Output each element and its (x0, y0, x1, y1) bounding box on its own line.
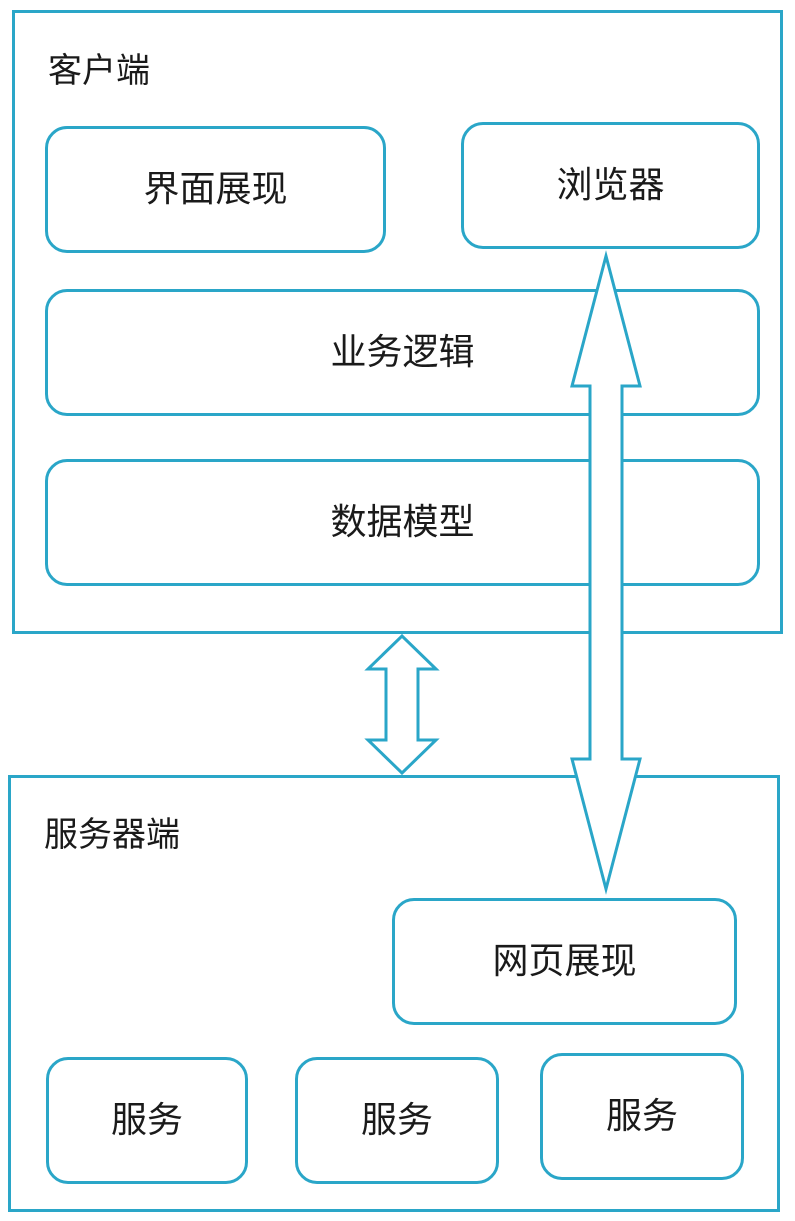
business-logic-label: 业务逻辑 (330, 331, 475, 373)
data-model-box: 数据模型 (45, 459, 760, 586)
service-label-1: 服务 (110, 1099, 183, 1141)
client-server-double-arrow (364, 633, 440, 776)
business-logic-box: 业务逻辑 (45, 289, 760, 416)
service-box-3: 服务 (540, 1053, 744, 1180)
service-box-1: 服务 (46, 1057, 248, 1184)
web-display-label: 网页展现 (492, 940, 637, 982)
web-display-box: 网页展现 (392, 898, 737, 1025)
client-title: 客户端 (48, 51, 150, 91)
browser-box: 浏览器 (461, 122, 760, 249)
server-title: 服务器端 (44, 815, 180, 855)
data-model-label: 数据模型 (330, 501, 475, 543)
browser-label: 浏览器 (556, 164, 665, 206)
ui-display-label: 界面展现 (143, 168, 288, 210)
service-label-3: 服务 (605, 1095, 678, 1137)
service-box-2: 服务 (295, 1057, 499, 1184)
service-label-2: 服务 (360, 1099, 433, 1141)
ui-display-box: 界面展现 (45, 126, 386, 253)
